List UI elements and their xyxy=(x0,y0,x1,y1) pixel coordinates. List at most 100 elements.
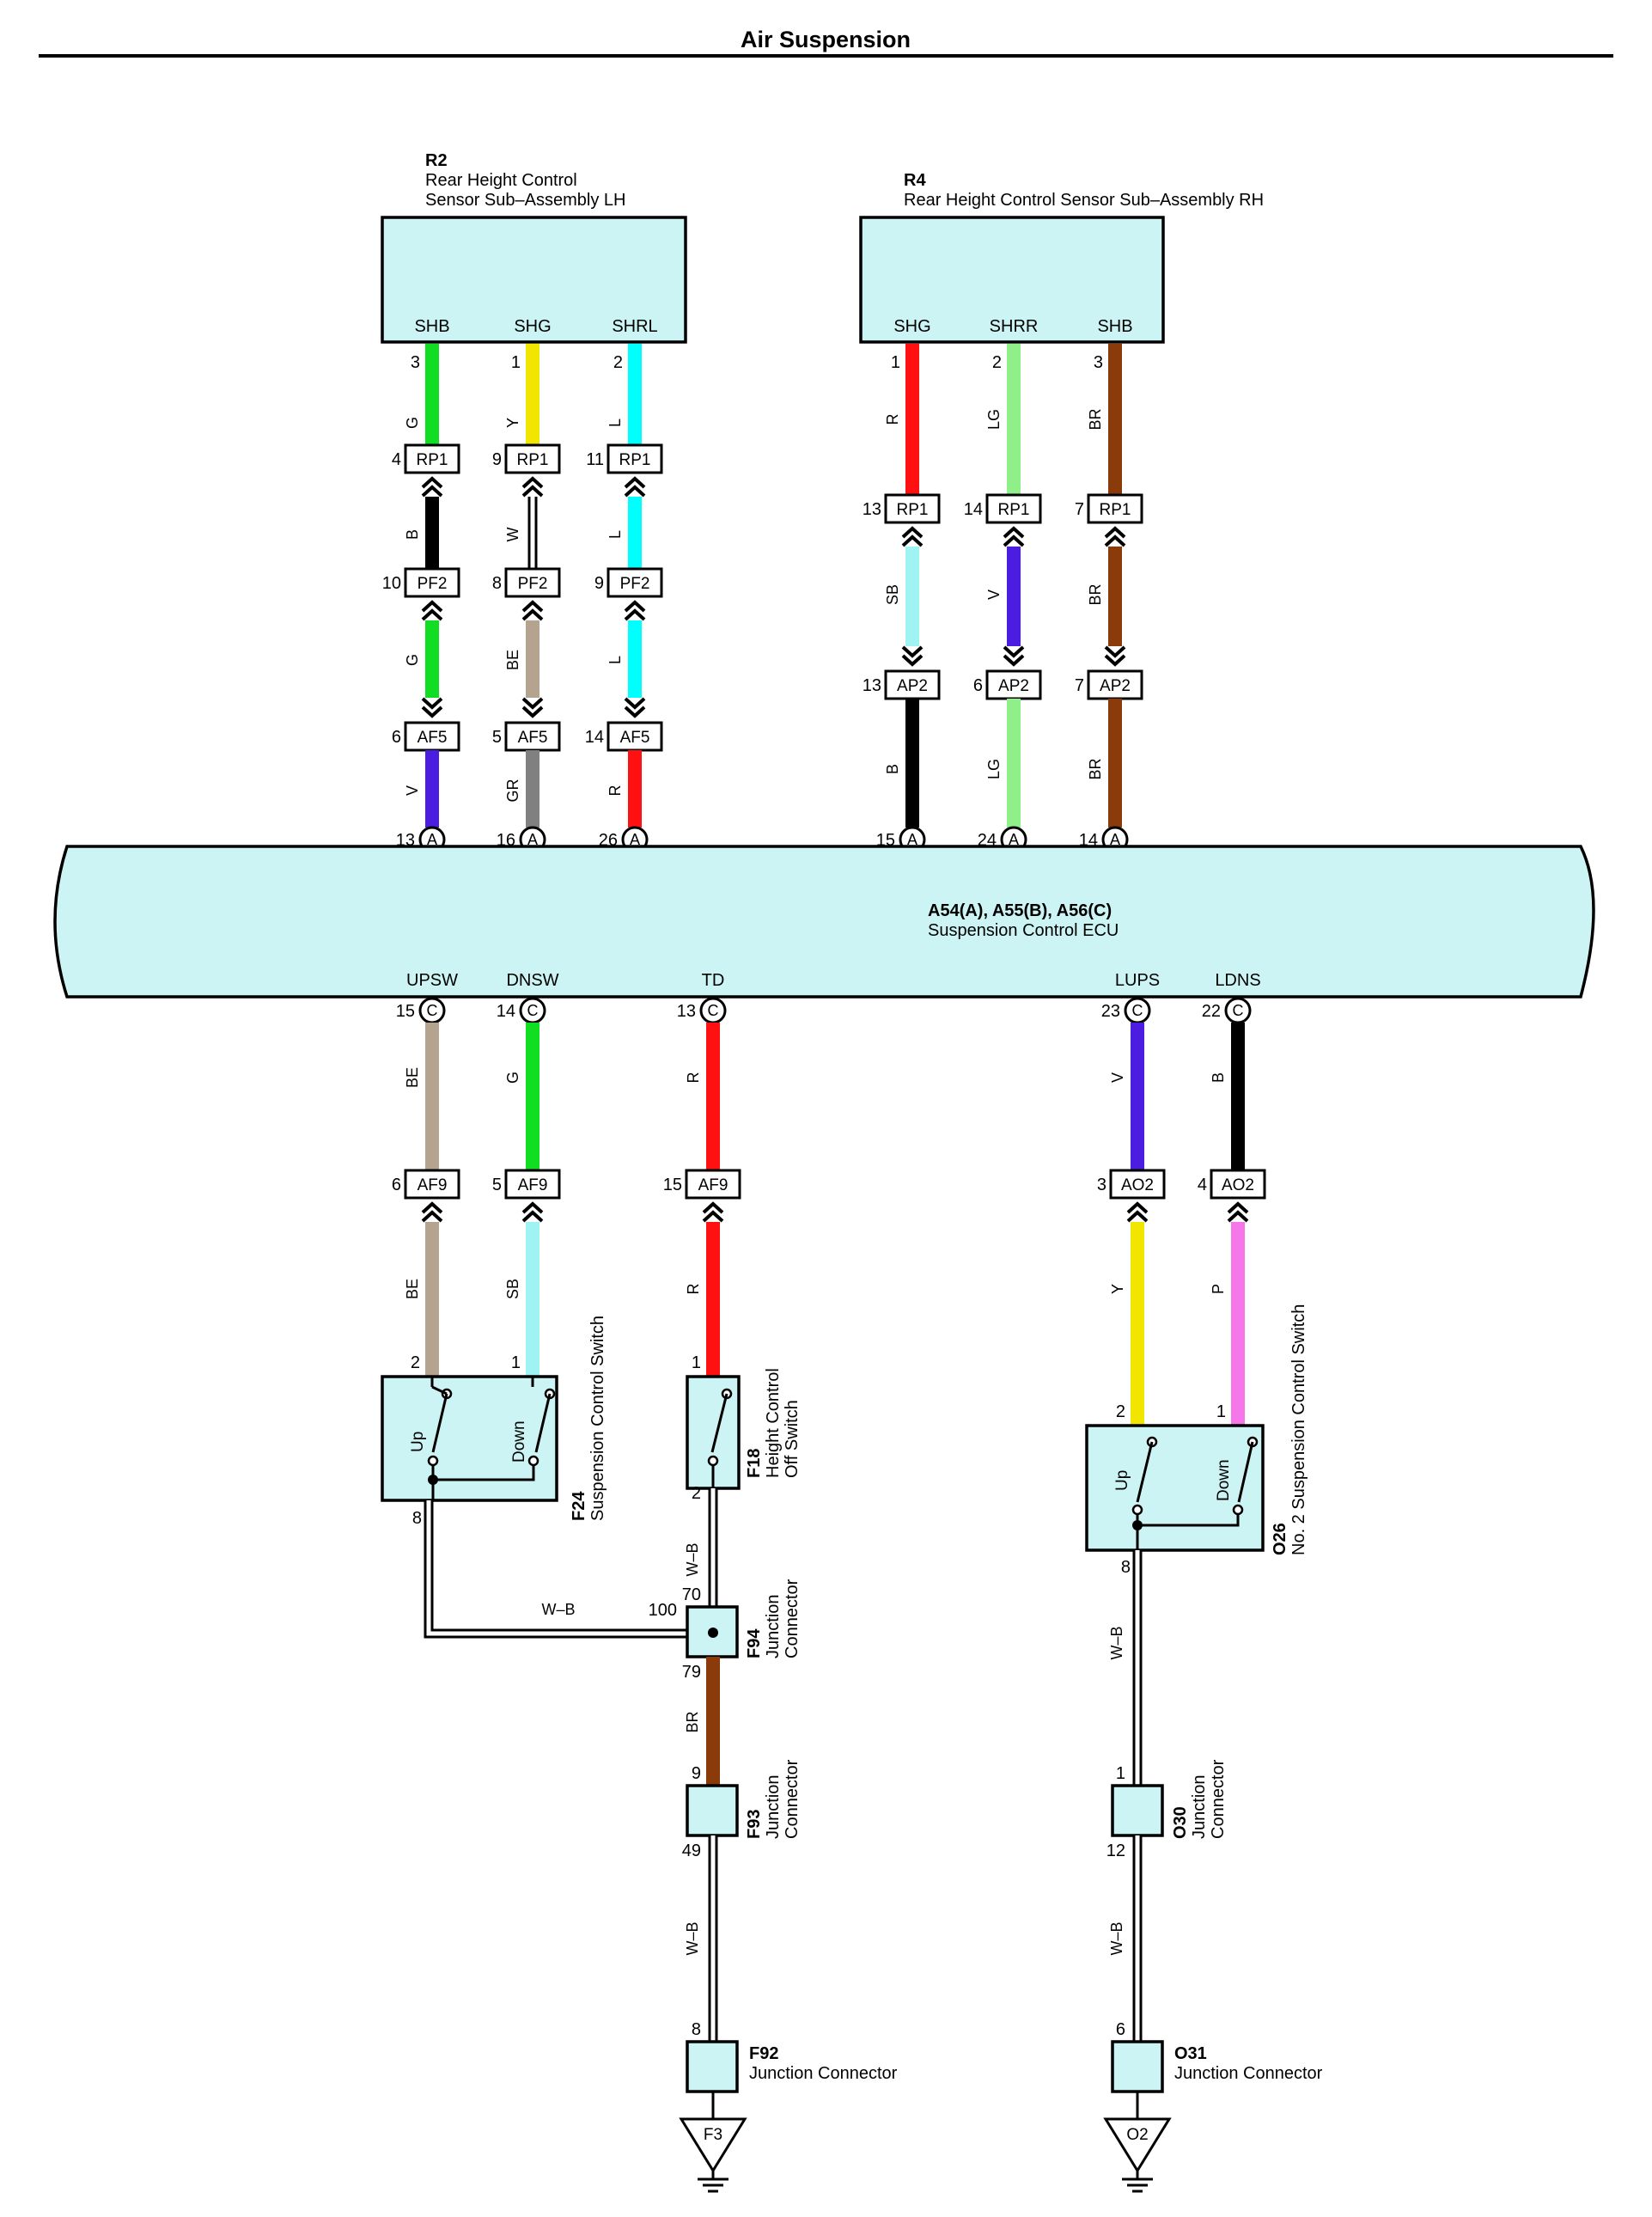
junction-rp1-6-pin: 7 xyxy=(1075,500,1084,519)
device-pin-4: 2 xyxy=(1116,1402,1125,1421)
switch-f18-name-line2: Off Switch xyxy=(783,1400,802,1478)
o31-in-pin: 6 xyxy=(1116,2020,1125,2039)
sensor-rh-box xyxy=(859,216,1165,344)
junction-rp1-5-pin: 14 xyxy=(964,500,983,519)
diagram-title: Air Suspension xyxy=(741,27,911,52)
junction-pf2-1-label: PF2 xyxy=(418,575,448,593)
lower-color1-5: B xyxy=(1210,1072,1227,1083)
junction-rp1-4-label: RP1 xyxy=(897,501,929,519)
lower-color2-4: Y xyxy=(1109,1284,1126,1294)
upper-wire-6: SHB3BRRP17BRAP27BRA14SHB3 xyxy=(1075,317,1143,872)
ecu-lower-pin-4-pin: 23 xyxy=(1101,1002,1120,1021)
ecu-pin-5-letter: A xyxy=(1009,831,1019,848)
ecu-lower-pin-1-pin: 15 xyxy=(396,1002,415,1021)
wire-color2-5: V xyxy=(985,589,1003,600)
wire-color1-4: R xyxy=(884,414,901,425)
sensor-terminal-1: SHB xyxy=(414,317,449,336)
junction-f93-code: F93 xyxy=(745,1810,764,1839)
ecu-lower-pin-1-letter: C xyxy=(427,1002,438,1019)
device-pin-1: 2 xyxy=(411,1353,420,1372)
junction-pf2-3-box xyxy=(607,567,663,598)
junction-lower-3-label: AF9 xyxy=(698,1176,728,1194)
ground-o2-label: O2 xyxy=(1126,2126,1148,2144)
junction-lower-4-label: AO2 xyxy=(1121,1176,1154,1194)
wire-color1-5: LG xyxy=(985,409,1003,430)
junction-lower-1-box xyxy=(404,1169,460,1200)
junction-lower-2-pin: 5 xyxy=(492,1176,502,1194)
wire-color4-2: GR xyxy=(504,779,521,802)
ecu-pin-3-letter: A xyxy=(630,831,640,848)
wire-color2-3: L xyxy=(607,530,624,539)
junction-rp1-5-label: RP1 xyxy=(998,501,1030,519)
o30-out-pin: 12 xyxy=(1106,1841,1125,1860)
wire-color1-1: G xyxy=(404,417,421,429)
ground-o2-point xyxy=(1103,2117,1172,2173)
sensor-terminal-6: SHB xyxy=(1097,317,1132,336)
sensor-lh-name-line1: Rear Height Control xyxy=(425,171,577,190)
wire-color4-1: V xyxy=(404,785,421,796)
junction-lower-4-box xyxy=(1109,1169,1166,1200)
lower-chevron-2 xyxy=(521,1202,544,1223)
lower-color1-2: G xyxy=(504,1072,521,1084)
junction-o31-code: O31 xyxy=(1174,2044,1207,2063)
chevron-1c xyxy=(421,697,443,718)
wire-color3-4: B xyxy=(884,764,901,774)
ecu-pin-1-letter: A xyxy=(427,831,437,848)
sensor-pin-4: 1 xyxy=(891,353,900,372)
wire-color3-2: BE xyxy=(504,650,521,670)
junction-o30-name2: Connector xyxy=(1209,1759,1228,1839)
ground-o2-icon xyxy=(1120,2169,1155,2193)
o26-ground-pin: 8 xyxy=(1121,1558,1131,1577)
junction-rp1-1-label: RP1 xyxy=(417,451,448,469)
junction-rp1-5-box xyxy=(985,493,1042,524)
ecu-lower-pin-5-pin: 22 xyxy=(1202,1002,1221,1021)
chevron-3b xyxy=(624,601,646,621)
f93-f92-wire-color: W–B xyxy=(684,1921,701,1955)
o26-o30-wire-color: W–B xyxy=(1108,1626,1125,1659)
sensor-lh-name-line2: Sensor Sub–Assembly LH xyxy=(425,191,625,210)
junction-f94-code: F94 xyxy=(745,1628,764,1658)
junction-af5-2-label: AF5 xyxy=(518,729,548,747)
junction-lower-2-label: AF9 xyxy=(518,1176,548,1194)
wire-color2-6: BR xyxy=(1087,583,1104,605)
switch-f24-code: F24 xyxy=(570,1491,588,1521)
junction-f93-name1: Junction xyxy=(764,1775,783,1840)
ecu-code: A54(A), A55(B), A56(C) xyxy=(928,901,1112,920)
junction-rp1-1-pin: 4 xyxy=(392,450,401,469)
chevron-4b xyxy=(901,645,924,666)
switch-o26-box xyxy=(1085,1424,1265,1552)
upper-wire-4: SHG1RRP113SBAP213BA15SHG3 xyxy=(863,317,941,872)
junction-af5-2-pin: 5 xyxy=(492,728,502,747)
switch-o26-code: O26 xyxy=(1271,1523,1289,1555)
junction-rp1-4-pin: 13 xyxy=(863,500,881,519)
sensor-pin-5: 2 xyxy=(992,353,1002,372)
junction-lower-5-pin: 4 xyxy=(1198,1176,1207,1194)
junction-lower-1-label: AF9 xyxy=(418,1176,448,1194)
sensor-lh-code: R2 xyxy=(425,151,448,170)
chevron-1b xyxy=(421,601,443,621)
sensor-terminal-5: SHRR xyxy=(990,317,1039,336)
f24-ground-pin: 8 xyxy=(412,1509,422,1528)
ecu-lower-pin-3-pin: 13 xyxy=(677,1002,696,1021)
sensor-pin-1: 3 xyxy=(411,353,420,372)
switch-f24-down-label: Down xyxy=(510,1420,528,1463)
ecu-lower-pin-3-letter: C xyxy=(708,1002,719,1019)
f94-side-pin: 100 xyxy=(649,1601,677,1620)
junction-lower-2-box xyxy=(504,1169,561,1200)
junction-af5-1-box xyxy=(404,721,460,752)
ecu-pin-4-letter: A xyxy=(907,831,917,848)
ecu-lower-terminal-3: TD xyxy=(702,971,725,990)
ecu-lower-terminal-5: LDNS xyxy=(1215,971,1260,990)
ecu-lower-terminal-4: LUPS xyxy=(1115,971,1160,990)
sensor-pin-2: 1 xyxy=(511,353,521,372)
lower-color2-1: BE xyxy=(404,1279,421,1299)
sensor-pin-6: 3 xyxy=(1094,353,1103,372)
chevron-1a xyxy=(421,477,443,498)
wire-color3-1: G xyxy=(404,654,421,666)
junction-f94-name1: Junction xyxy=(764,1595,783,1659)
junction-ap2-6-box xyxy=(1087,669,1143,700)
upper-wire-1: SHB3GRP14BPF210GAF56VA13SHB4 xyxy=(382,317,460,872)
